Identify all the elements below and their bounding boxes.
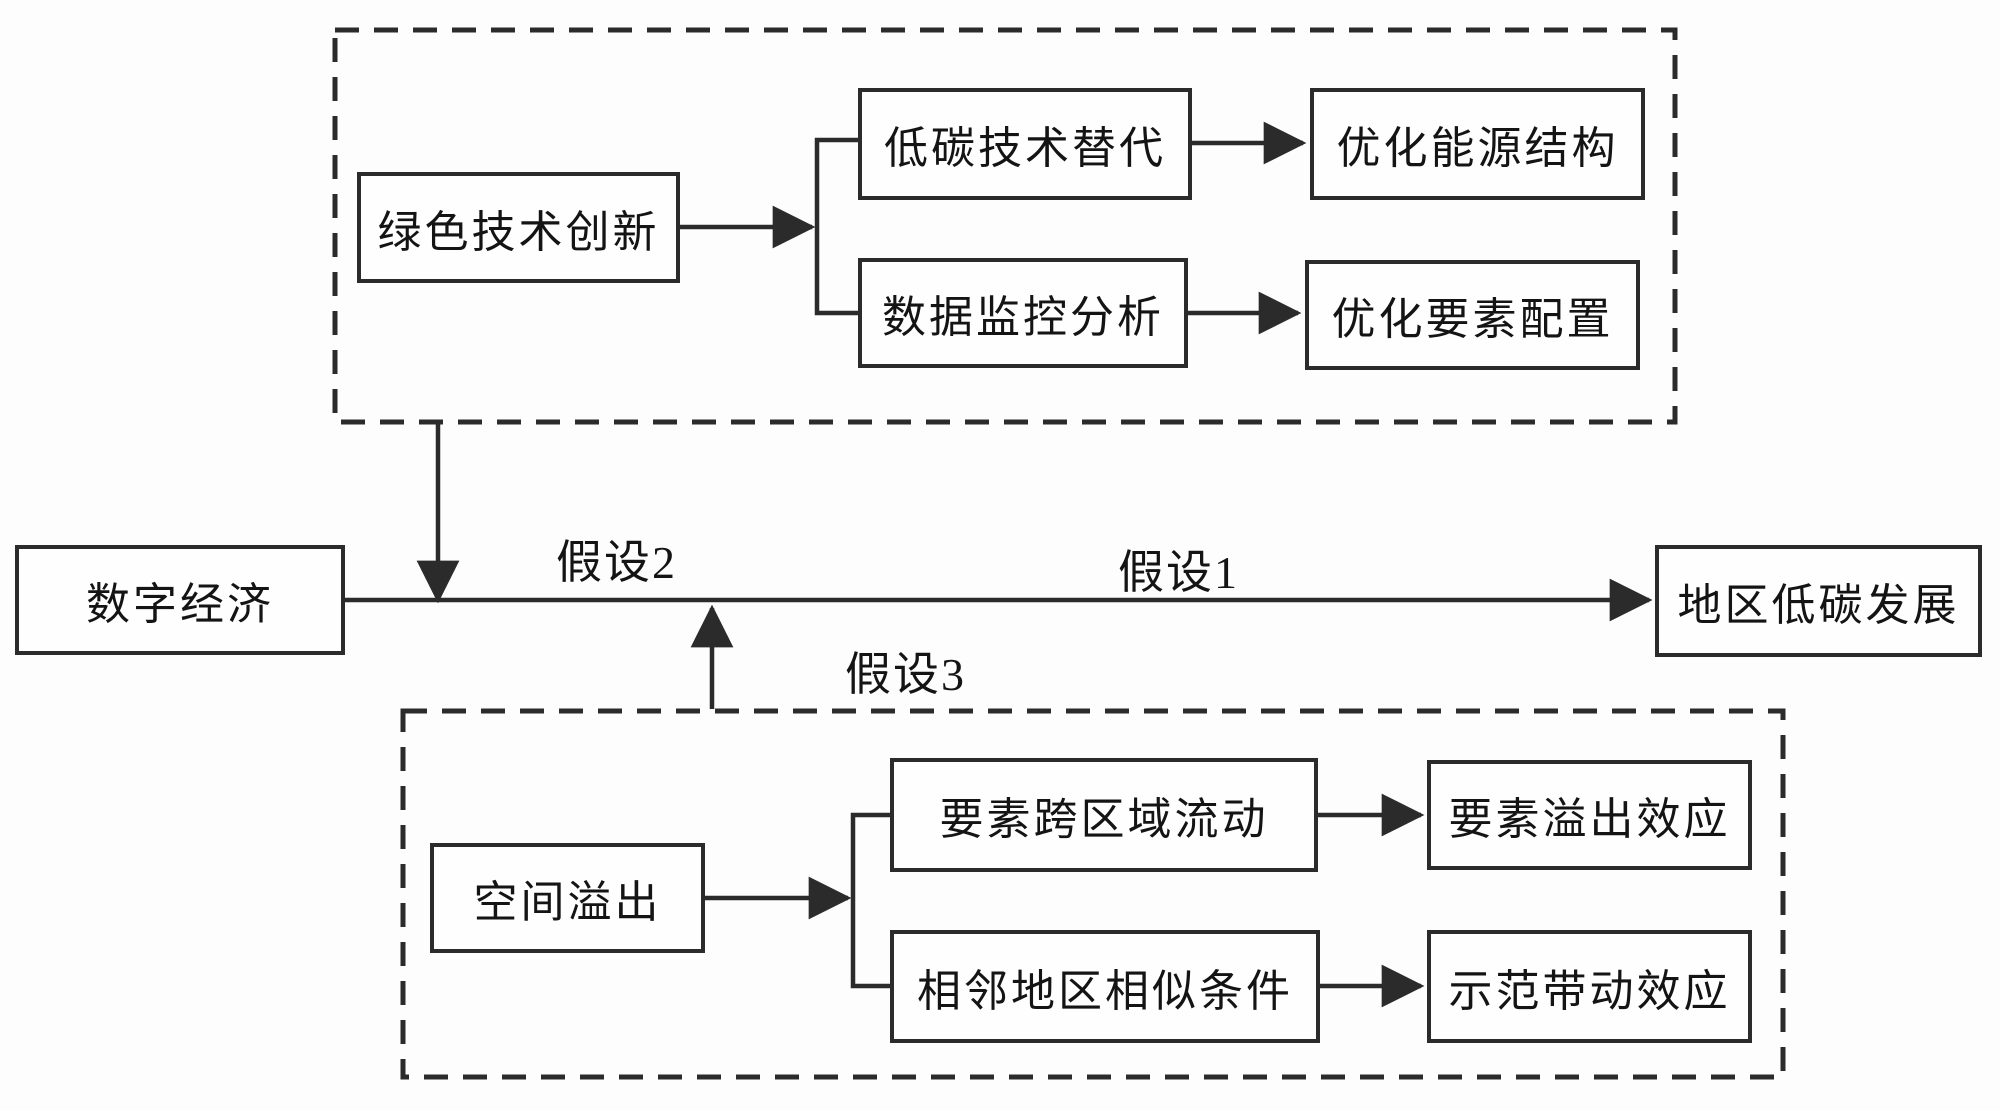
node-regional-low-carbon-development: 地区低碳发展	[1655, 545, 1982, 657]
node-factor-cross-region-flow: 要素跨区域流动	[890, 758, 1318, 872]
node-optimize-energy-structure: 优化能源结构	[1310, 88, 1645, 200]
label-hypothesis-3: 假设3	[845, 649, 966, 700]
node-optimize-factor-allocation: 优化要素配置	[1305, 260, 1640, 370]
node-digital-economy: 数字经济	[15, 545, 345, 655]
label-hypothesis-1: 假设1	[1118, 547, 1239, 598]
node-factor-spillover-effect: 要素溢出效应	[1427, 760, 1752, 870]
node-low-carbon-tech-substitution: 低碳技术替代	[858, 88, 1192, 200]
node-data-monitoring-analysis: 数据监控分析	[858, 258, 1188, 368]
node-green-tech-innovation: 绿色技术创新	[357, 172, 680, 283]
node-adjacent-region-similar-conditions: 相邻地区相似条件	[890, 930, 1320, 1043]
branch-bracket-top-group	[814, 137, 858, 316]
label-hypothesis-2: 假设2	[556, 537, 677, 588]
node-demonstration-driving-effect: 示范带动效应	[1427, 930, 1752, 1043]
node-spatial-spillover: 空间溢出	[430, 843, 705, 953]
branch-bracket-bottom-group	[850, 812, 890, 989]
